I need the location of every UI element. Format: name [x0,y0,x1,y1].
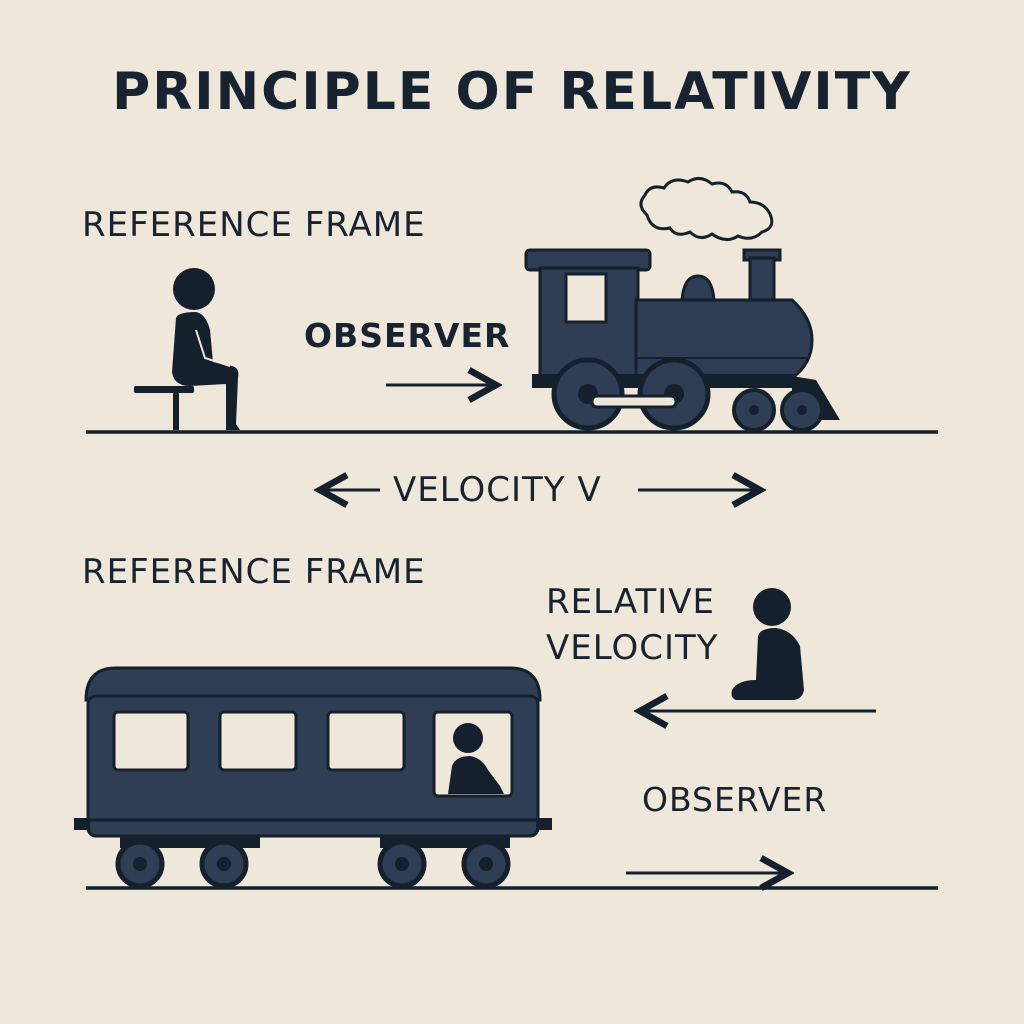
velocity-label: VELOCITY V [393,470,602,510]
relative-velocity-label-line1: RELATIVE [546,582,715,622]
bottom-reference-frame-label: REFERENCE FRAME [82,552,426,592]
locomotive [524,248,840,432]
seated-observer-figure [172,268,240,430]
bench [134,386,194,430]
bottom-observer-label: OBSERVER [642,780,828,819]
relative-velocity-label-line2: VELOCITY [546,628,719,668]
passenger-car [74,666,552,889]
top-reference-frame-label: REFERENCE FRAME [82,205,426,245]
top-observer-label: OBSERVER [304,316,511,355]
steam-cloud [639,177,774,241]
relative-observer-figure [731,588,804,700]
diagram-title: PRINCIPLE OF RELATIVITY [112,62,912,122]
